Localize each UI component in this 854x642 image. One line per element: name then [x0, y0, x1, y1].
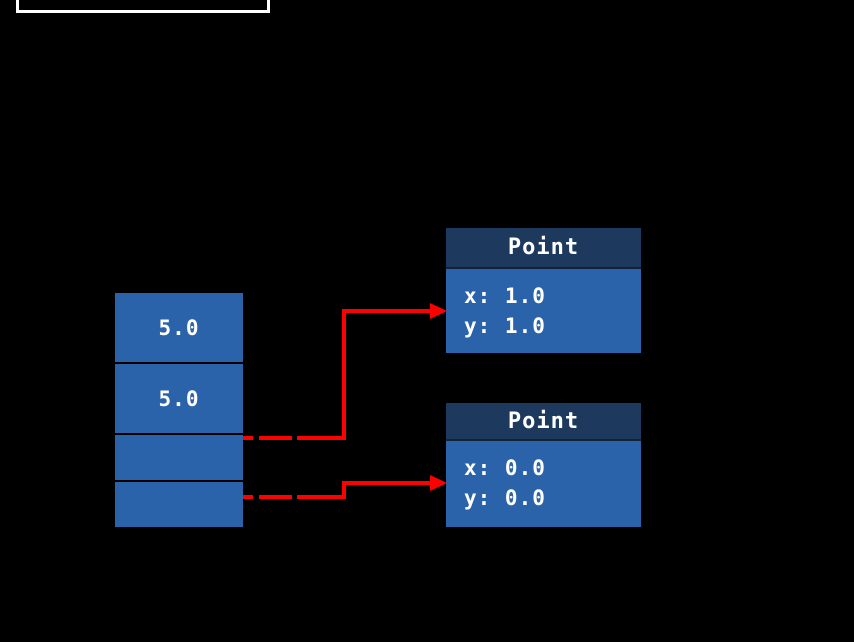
stack-row-1: 5.0: [115, 293, 243, 362]
object-body: x: 0.0 y: 0.0: [446, 441, 641, 527]
object-box-point-1: Point x: 1.0 y: 1.0: [446, 228, 641, 353]
object-field-x: x: 0.0: [464, 456, 546, 480]
object-box-point-2: Point x: 0.0 y: 0.0: [446, 403, 641, 527]
object-header: Point: [446, 228, 641, 269]
arrow-line: [299, 481, 432, 499]
stack-row-value: 5.0: [158, 386, 200, 411]
stack-row-value: 5.0: [158, 315, 200, 340]
object-field-x: x: 1.0: [464, 284, 546, 308]
cropped-outline-box: [16, 0, 270, 13]
arrow-line: [299, 309, 432, 440]
object-title: Point: [507, 235, 580, 260]
stack-row-3: [115, 435, 243, 480]
stack-row-4: [115, 482, 243, 527]
object-field-y: y: 1.0: [464, 314, 546, 338]
reference-arrow-2: [243, 475, 447, 499]
reference-arrow-1: [243, 303, 447, 440]
object-header: Point: [446, 403, 641, 441]
arrowhead: [430, 475, 447, 491]
object-body: x: 1.0 y: 1.0: [446, 269, 641, 353]
stack-row-2: 5.0: [115, 364, 243, 433]
stack-frame: 5.0 5.0: [115, 293, 243, 527]
object-title: Point: [507, 408, 580, 434]
object-field-y: y: 0.0: [464, 486, 546, 510]
arrowhead: [430, 303, 447, 319]
